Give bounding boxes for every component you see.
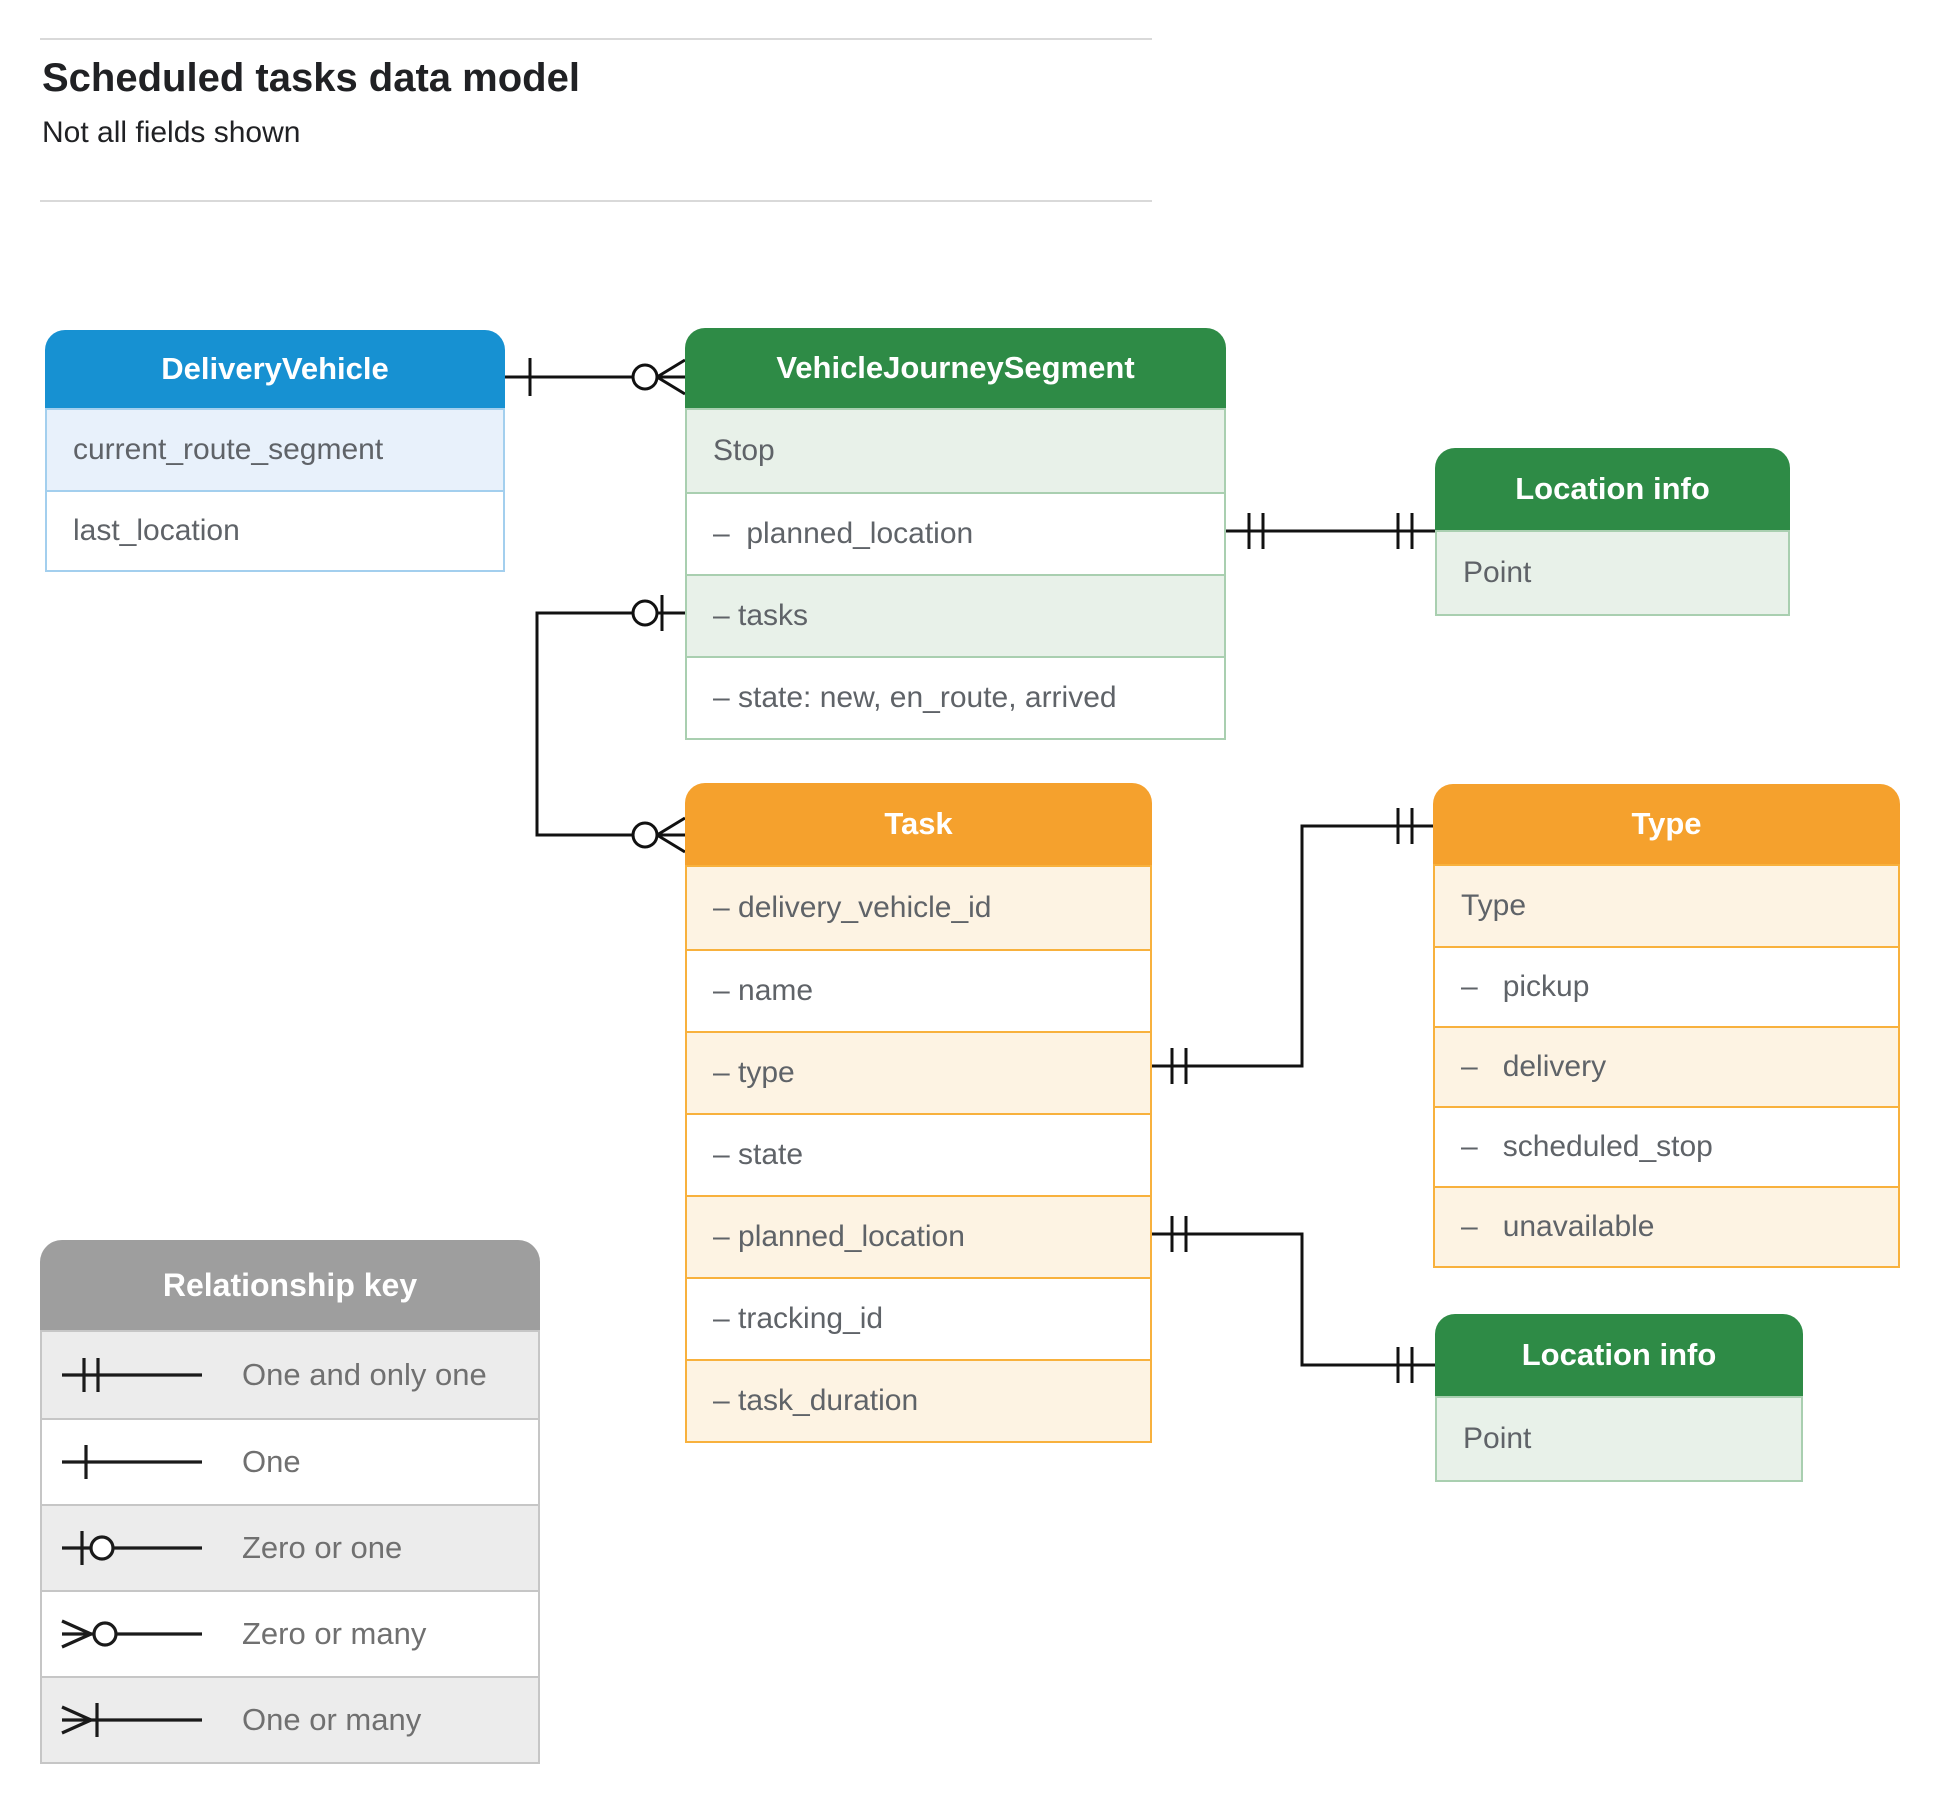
legend-label: Zero or many	[242, 1616, 427, 1651]
legend-label: One	[242, 1444, 301, 1479]
entity-header-vehicle-journey-segment: VehicleJourneySegment	[685, 328, 1226, 408]
connector-vjsegment-locationinfo	[1226, 513, 1435, 549]
zero-circle-icon	[631, 599, 659, 627]
field-label: Point	[1463, 1422, 1532, 1455]
crow-foot-many-icon	[656, 816, 686, 854]
field-row: – state	[687, 1113, 1150, 1195]
field-label: – state	[713, 1138, 804, 1171]
field-label: – type	[713, 1056, 795, 1089]
field-row: Type	[1435, 866, 1898, 946]
field-row: – pickup	[1435, 946, 1898, 1026]
field-label: – scheduled_stop	[1461, 1130, 1713, 1163]
legend-row: One	[42, 1418, 538, 1504]
relationship-key: Relationship key One and only one One Ze…	[40, 1240, 540, 1764]
field-row: – task_duration	[687, 1359, 1150, 1441]
field-row: – name	[687, 949, 1150, 1031]
field-row: – delivery_vehicle_id	[687, 867, 1150, 949]
zero-circle-icon	[631, 363, 659, 391]
crow-foot-many-icon	[656, 358, 686, 396]
field-label: – pickup	[1461, 970, 1590, 1003]
entity-task: Task – delivery_vehicle_id – name – type…	[685, 783, 1152, 1443]
field-row: Point	[1437, 1398, 1801, 1480]
field-row: – state: new, en_route, arrived	[687, 656, 1224, 738]
field-row: – planned_location	[687, 492, 1224, 574]
field-row: – unavailable	[1435, 1186, 1898, 1266]
field-label: Type	[1461, 889, 1527, 922]
connector-task-type	[1152, 808, 1433, 1084]
bottom-divider	[40, 200, 1152, 202]
legend-label: Zero or one	[242, 1530, 403, 1565]
field-row: last_location	[47, 490, 503, 570]
field-label: – name	[713, 974, 814, 1007]
entity-type: Type Type – pickup – delivery – schedule…	[1433, 784, 1900, 1268]
field-label: – state: new, en_route, arrived	[713, 681, 1117, 714]
one-and-only-one-icon	[1396, 1347, 1414, 1383]
legend-label: One or many	[242, 1702, 422, 1737]
one-and-only-one-icon	[62, 1358, 202, 1392]
field-row: current_route_segment	[47, 410, 503, 490]
top-divider	[40, 38, 1152, 40]
one-or-many-icon	[61, 1703, 202, 1737]
field-label: Point	[1463, 556, 1532, 589]
entity-header-location-info-bottom: Location info	[1435, 1314, 1803, 1396]
entity-header-location-info-top: Location info	[1435, 448, 1790, 530]
entity-header-type: Type	[1433, 784, 1900, 864]
legend-row: Zero or many	[42, 1590, 538, 1676]
field-label: – unavailable	[1461, 1210, 1655, 1243]
entity-header-delivery-vehicle: DeliveryVehicle	[45, 330, 505, 408]
field-row: Point	[1437, 532, 1788, 614]
field-label: – delivery	[1461, 1050, 1607, 1083]
zero-or-many-icon	[61, 1619, 202, 1649]
connector-task-locationinfo	[1152, 1216, 1435, 1383]
one-icon	[62, 1445, 202, 1479]
field-label: Stop	[713, 434, 775, 467]
page-subtitle: Not all fields shown	[42, 116, 301, 149]
entity-location-info-bottom: Location info Point	[1435, 1314, 1803, 1482]
one-and-only-one-icon	[1396, 808, 1414, 844]
field-label: – tracking_id	[713, 1302, 884, 1335]
entity-location-info-top: Location info Point	[1435, 448, 1790, 616]
field-label: – delivery_vehicle_id	[713, 891, 992, 924]
field-row: – planned_location	[687, 1195, 1150, 1277]
connector-vjsegment-tasks-task	[535, 595, 686, 854]
connector-deliveryvehicle-vehiclejourneysegment	[505, 358, 686, 396]
entity-delivery-vehicle: DeliveryVehicle current_route_segment la…	[45, 330, 505, 572]
field-label: current_route_segment	[73, 433, 384, 466]
one-and-only-one-icon	[1170, 1048, 1188, 1084]
field-row: – tracking_id	[687, 1277, 1150, 1359]
entity-vehicle-journey-segment: VehicleJourneySegment Stop – planned_loc…	[685, 328, 1226, 740]
field-row: – scheduled_stop	[1435, 1106, 1898, 1186]
one-and-only-one-icon	[1247, 513, 1265, 549]
field-row: – type	[687, 1031, 1150, 1113]
zero-circle-icon	[631, 821, 659, 849]
field-label: – tasks	[713, 599, 809, 632]
field-label: – planned_location	[713, 517, 974, 550]
field-label: – planned_location	[713, 1220, 965, 1253]
legend-label: One and only one	[242, 1357, 487, 1392]
one-and-only-one-icon	[1396, 513, 1414, 549]
field-row: – tasks	[687, 574, 1224, 656]
page-title: Scheduled tasks data model	[42, 56, 580, 100]
field-row: Stop	[687, 410, 1224, 492]
relationship-key-header: Relationship key	[40, 1240, 540, 1330]
legend-row: Zero or one	[42, 1504, 538, 1590]
zero-or-one-icon	[62, 1531, 202, 1565]
entity-header-task: Task	[685, 783, 1152, 865]
one-and-only-one-icon	[1170, 1216, 1188, 1252]
field-label: – task_duration	[713, 1384, 919, 1417]
field-row: – delivery	[1435, 1026, 1898, 1106]
legend-row: One or many	[42, 1676, 538, 1762]
field-label: last_location	[73, 514, 240, 547]
legend-row: One and only one	[42, 1332, 538, 1418]
